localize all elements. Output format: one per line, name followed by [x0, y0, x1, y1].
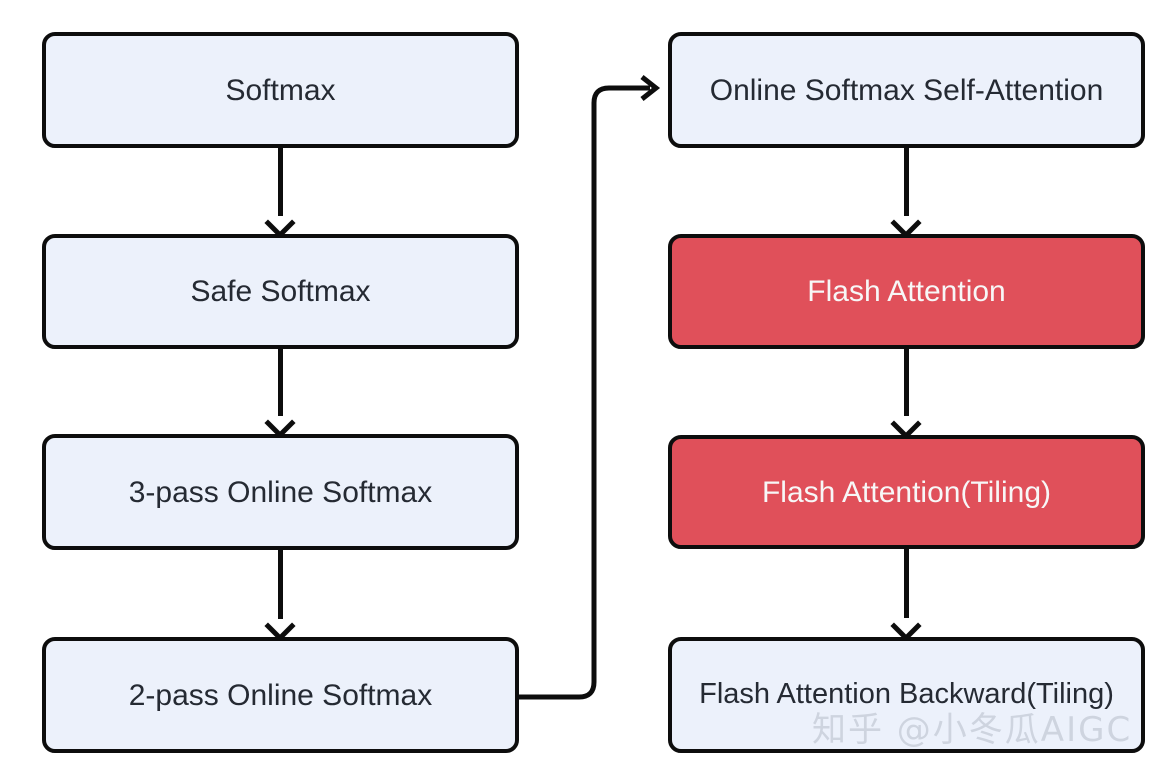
node-online-softmax-self-attention-label: Online Softmax Self-Attention — [709, 73, 1104, 107]
arrow-down-icon-3-pass-to-2-pass — [260, 550, 300, 642]
node-flash-attention-tiling-label: Flash Attention(Tiling) — [761, 475, 1051, 509]
arrow-shaft — [277, 148, 283, 216]
node-flash-attention-tiling[interactable]: Flash Attention(Tiling) — [668, 435, 1145, 549]
arrow-down-icon-flash-attention-to-tiling — [886, 349, 926, 440]
arrow-shaft — [903, 349, 909, 416]
arrow-shaft — [903, 549, 909, 618]
arrow-shaft — [277, 349, 283, 416]
node-softmax-label: Softmax — [225, 73, 336, 107]
node-flash-attention[interactable]: Flash Attention — [668, 234, 1145, 349]
arrow-down-icon-online-sa-to-flash-attention — [886, 148, 926, 239]
node-safe-softmax[interactable]: Safe Softmax — [42, 234, 519, 349]
node-3-pass-online-softmax-label: 3-pass Online Softmax — [128, 475, 433, 509]
node-flash-attention-label: Flash Attention — [807, 275, 1006, 308]
node-flash-attention-backward-tiling[interactable]: Flash Attention Backward(Tiling) — [668, 637, 1145, 753]
arrow-shaft — [903, 148, 909, 216]
arrow-shaft — [277, 550, 283, 619]
node-online-softmax-self-attention[interactable]: Online Softmax Self-Attention — [668, 32, 1145, 148]
node-flash-attention-backward-tiling-label: Flash Attention Backward(Tiling) — [699, 678, 1114, 711]
node-safe-softmax-label: Safe Softmax — [190, 275, 371, 308]
node-3-pass-online-softmax[interactable]: 3-pass Online Softmax — [42, 434, 519, 550]
watermark-text: 知乎 @小冬瓜AIGC — [812, 710, 1133, 750]
arrow-elbow-icon-2-pass-to-online-softmax-self-attention — [519, 75, 661, 700]
node-softmax[interactable]: Softmax — [42, 32, 519, 148]
arrow-down-icon-safe-softmax-to-3-pass — [260, 349, 300, 439]
arrow-down-icon-tiling-to-backward — [886, 549, 926, 642]
node-2-pass-online-softmax-label: 2-pass Online Softmax — [128, 678, 433, 712]
node-2-pass-online-softmax[interactable]: 2-pass Online Softmax — [42, 637, 519, 753]
arrow-down-icon-softmax-to-safe-softmax — [260, 148, 300, 239]
